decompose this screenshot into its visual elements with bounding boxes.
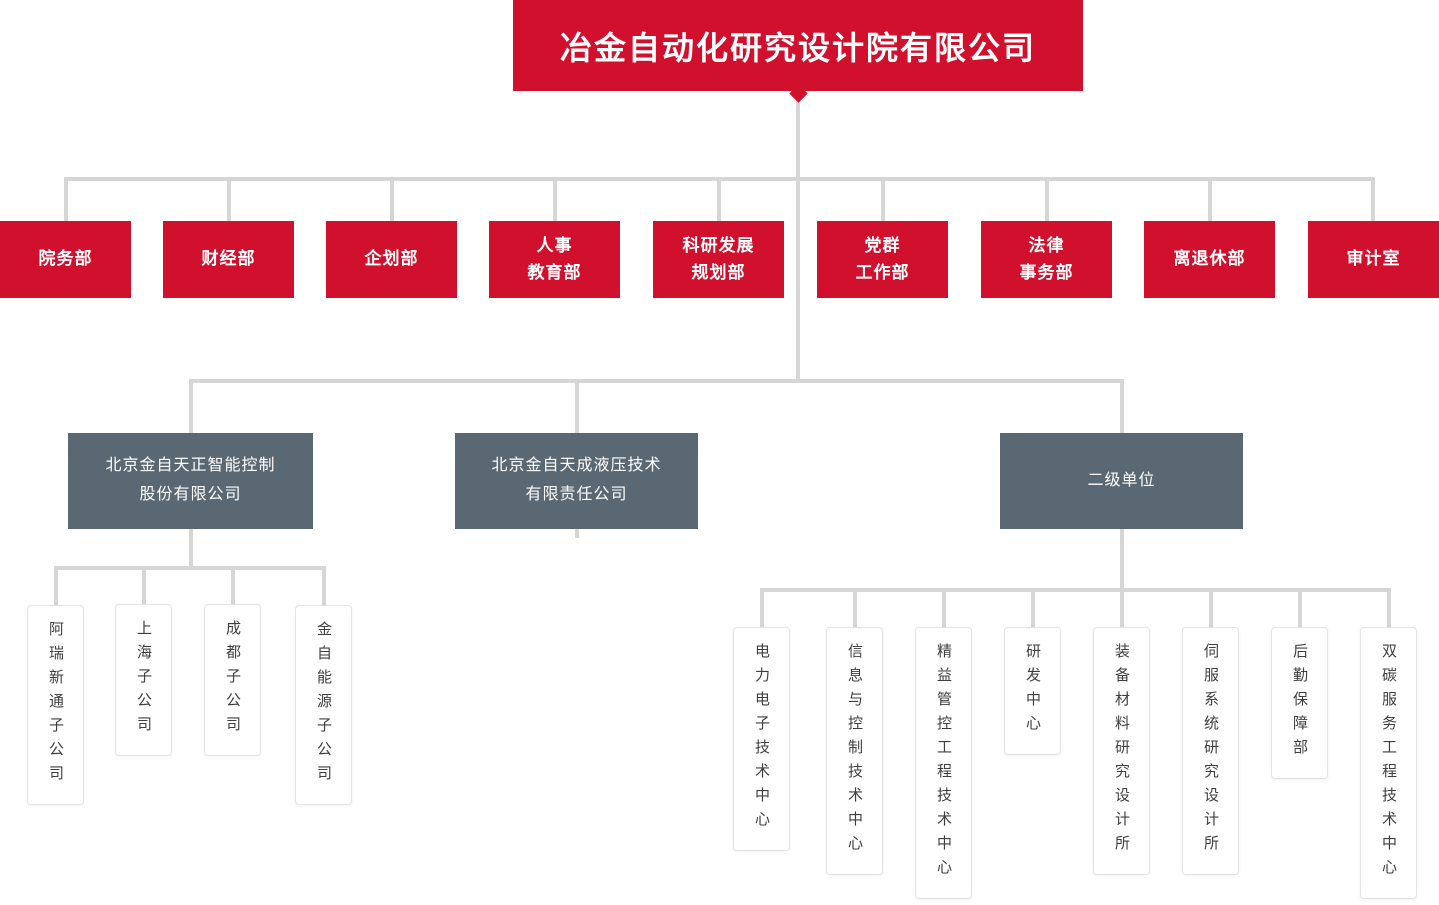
subsidiary-node: 金自能源子公司 <box>295 605 352 805</box>
department-label: 党群 工作部 <box>855 236 910 282</box>
connector-line <box>760 588 1390 592</box>
unit-node: 装备材料研究设计所 <box>1093 627 1150 875</box>
connector-line <box>64 177 68 221</box>
connector-line <box>717 177 721 221</box>
department-label: 财经部 <box>201 249 256 269</box>
connector-line <box>189 529 193 568</box>
connector-line <box>1120 529 1124 590</box>
unit-label: 双碳服务工程技术中心 <box>1380 643 1397 883</box>
unit-label: 精益管控工程技术中心 <box>935 643 952 883</box>
department-node-yuanwubu: 院务部 <box>0 221 131 298</box>
company-node-tianzheng: 北京金自天正智能控制 股份有限公司 <box>68 433 313 529</box>
company-label: 北京金自天成液压技术 有限责任公司 <box>491 457 662 503</box>
connector-line <box>54 566 324 570</box>
company-label: 北京金自天正智能控制 股份有限公司 <box>105 457 276 503</box>
unit-label: 伺服系统研究设计所 <box>1202 643 1219 859</box>
connector-line <box>1371 177 1375 221</box>
root-node: 冶金自动化研究设计院有限公司 <box>513 0 1083 91</box>
company-label: 二级单位 <box>1087 471 1156 489</box>
department-node-dangqun: 党群 工作部 <box>817 221 948 298</box>
subsidiary-label: 金自能源子公司 <box>315 621 332 789</box>
unit-node: 研发中心 <box>1004 627 1061 755</box>
department-label: 离退休部 <box>1173 249 1246 269</box>
unit-node: 精益管控工程技术中心 <box>915 627 972 899</box>
connector-line <box>1298 588 1302 627</box>
connector-line <box>189 379 193 433</box>
connector-line <box>1208 177 1212 221</box>
connector-line <box>390 177 394 221</box>
subsidiary-node: 阿瑞新通子公司 <box>27 605 84 805</box>
subsidiary-label: 成都子公司 <box>224 620 241 740</box>
department-node-caijingbu: 财经部 <box>163 221 294 298</box>
department-label: 法律 事务部 <box>1019 236 1074 282</box>
unit-label: 后勤保障部 <box>1291 643 1308 763</box>
unit-label: 装备材料研究设计所 <box>1113 643 1130 859</box>
company-node-tiancheng: 北京金自天成液压技术 有限责任公司 <box>455 433 698 529</box>
connector-line <box>1031 588 1035 627</box>
department-label: 企划部 <box>364 249 419 269</box>
unit-node: 伺服系统研究设计所 <box>1182 627 1239 875</box>
department-node-falv: 法律 事务部 <box>981 221 1112 298</box>
connector-line <box>142 566 146 605</box>
connector-line <box>1209 588 1213 627</box>
department-label: 院务部 <box>38 249 93 269</box>
company-node-erjidanwei: 二级单位 <box>1000 433 1243 529</box>
connector-line <box>322 566 326 605</box>
connector-line <box>942 588 946 627</box>
connector-line <box>189 379 1123 383</box>
unit-label: 电力电子技术中心 <box>753 643 770 835</box>
subsidiary-node: 上海子公司 <box>115 604 172 756</box>
connector-line <box>1045 177 1049 221</box>
unit-node: 电力电子技术中心 <box>733 627 790 851</box>
connector-line <box>881 177 885 221</box>
subsidiary-label: 上海子公司 <box>135 620 152 740</box>
department-label: 科研发展 规划部 <box>682 236 755 282</box>
subsidiary-label: 阿瑞新通子公司 <box>47 621 64 789</box>
department-node-lituixiu: 离退休部 <box>1144 221 1275 298</box>
connector-line <box>553 177 557 221</box>
subsidiary-node: 成都子公司 <box>204 604 261 756</box>
department-label: 审计室 <box>1346 249 1401 269</box>
connector-line <box>760 588 764 627</box>
connector-line <box>1120 379 1124 433</box>
department-node-renshi: 人事 教育部 <box>489 221 620 298</box>
connector-line <box>1387 588 1391 627</box>
connector-line <box>54 566 58 605</box>
unit-node: 后勤保障部 <box>1271 627 1328 779</box>
department-node-qihuabu: 企划部 <box>326 221 457 298</box>
unit-node: 信息与控制技术中心 <box>826 627 883 875</box>
department-node-shenjishi: 审计室 <box>1308 221 1439 298</box>
connector-line <box>796 91 800 383</box>
connector-line <box>575 529 579 538</box>
unit-label: 研发中心 <box>1024 643 1041 739</box>
root-title: 冶金自动化研究设计院有限公司 <box>559 29 1036 66</box>
unit-label: 信息与控制技术中心 <box>846 643 863 859</box>
connector-line <box>1120 588 1124 627</box>
department-node-keyan: 科研发展 规划部 <box>653 221 784 298</box>
unit-node: 双碳服务工程技术中心 <box>1360 627 1417 899</box>
connector-line <box>231 566 235 605</box>
connector-line <box>853 588 857 627</box>
department-label: 人事 教育部 <box>527 236 582 282</box>
connector-line <box>227 177 231 221</box>
connector-line <box>575 379 579 433</box>
